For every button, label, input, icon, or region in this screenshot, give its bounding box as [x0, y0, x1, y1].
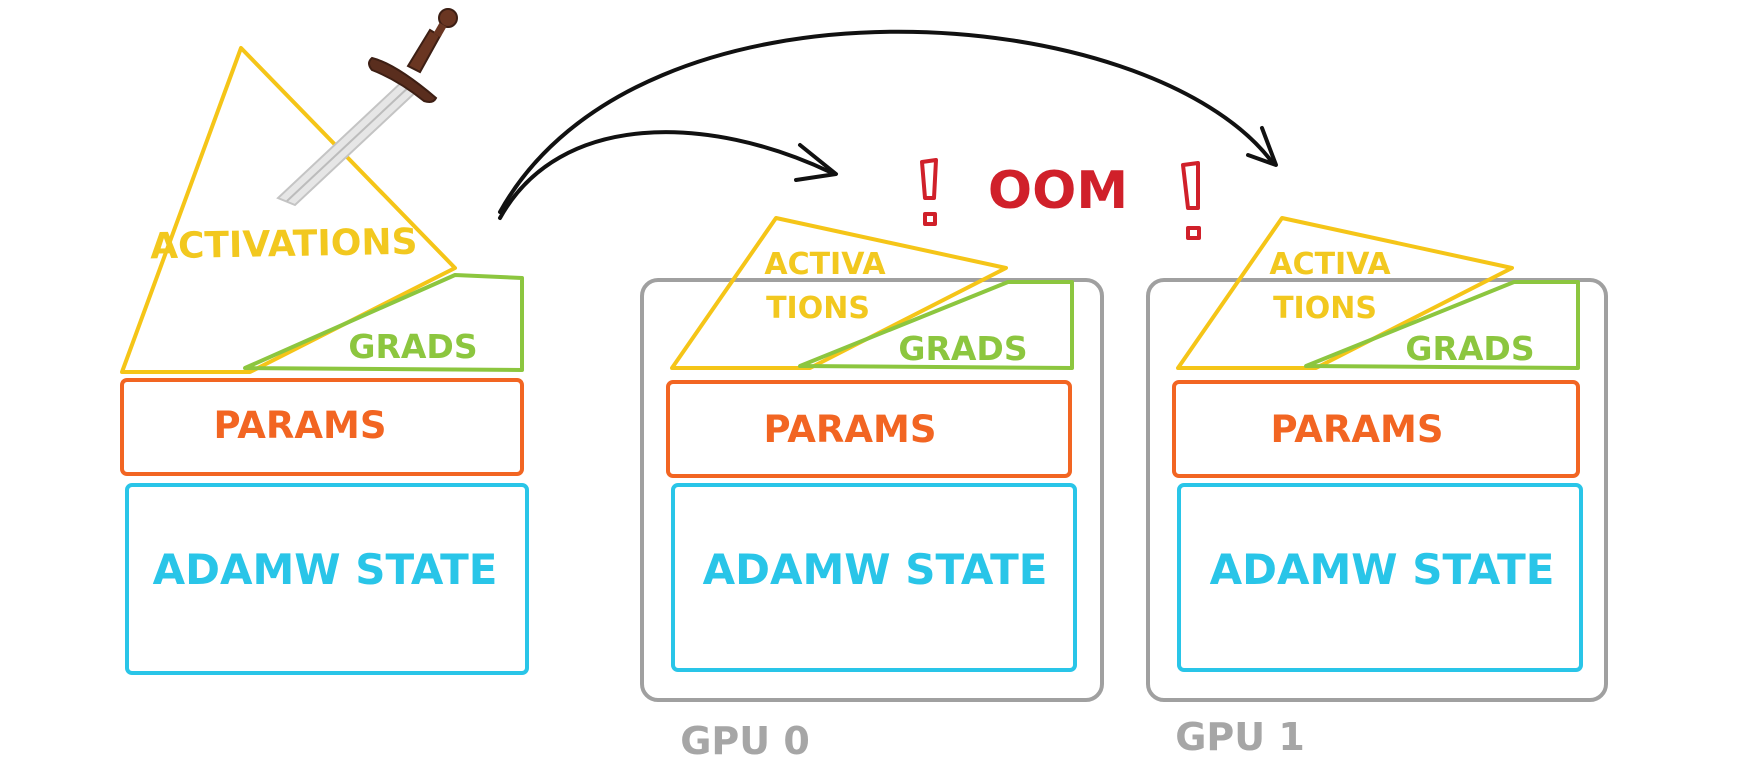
gpu-0-activa-label: ACTIVA: [764, 247, 886, 282]
gpu-0: ACTIVA TIONS GRADS PARAMS ADAMW STATE GP…: [640, 216, 1104, 763]
gpu-1-adamw-state-box: [1177, 483, 1583, 672]
gpu-0-params-label: PARAMS: [764, 408, 937, 451]
activations-shape: [120, 46, 457, 374]
arrow-icon: [498, 29, 1278, 214]
gpu-1-adamw-label: ADAMW STATE: [1210, 545, 1555, 594]
gpu-0-grads-shape: [798, 280, 1074, 370]
gpu-1: ACTIVA TIONS GRADS PARAMS ADAMW STATE GP…: [1146, 216, 1608, 759]
oom-warning: OOM: [920, 158, 1201, 240]
gpu-0-label: GPU 0: [680, 719, 810, 763]
gpu-1-frame: [1146, 278, 1608, 702]
sword-icon: [276, 8, 458, 207]
arrow-icon: [498, 130, 838, 220]
gpu-0-activations-shape: [670, 216, 1008, 370]
gpu-1-params-label: PARAMS: [1271, 408, 1444, 451]
gpu-1-tions-label: TIONS: [1273, 291, 1377, 326]
gpu-0-frame: [640, 278, 1104, 702]
gpu-0-adamw-label: ADAMW STATE: [703, 545, 1048, 594]
gpu-1-activa-label: ACTIVA: [1269, 247, 1391, 282]
params-box: [120, 378, 524, 476]
gpu-0-tions-label: TIONS: [766, 291, 870, 326]
gpu-1-label: GPU 1: [1175, 715, 1305, 759]
adamw-label: ADAMW STATE: [153, 545, 498, 594]
exclamation-mark-right: [1181, 161, 1201, 240]
gpu-0-params-box: [666, 380, 1072, 478]
gpu-1-activations-shape: [1176, 216, 1514, 370]
grads-label: GRADS: [348, 327, 477, 366]
gpu-1-params-box: [1172, 380, 1580, 478]
gpu-0-adamw-state-box: [671, 483, 1077, 672]
gpu-0-grads-label: GRADS: [898, 329, 1027, 368]
gpu-1-grads-shape: [1304, 280, 1580, 370]
gpu-1-grads-label: GRADS: [1405, 329, 1534, 368]
grads-shape: [243, 273, 524, 372]
exclamation-mark-left: [920, 158, 938, 226]
adamw-state-box: [125, 483, 529, 675]
single-device-stack: ACTIVATIONS GRADS PARAMS ADAMW STATE: [120, 46, 529, 675]
activations-label: ACTIVATIONS: [150, 222, 418, 268]
oom-label: OOM: [988, 161, 1128, 221]
params-label: PARAMS: [214, 404, 387, 447]
